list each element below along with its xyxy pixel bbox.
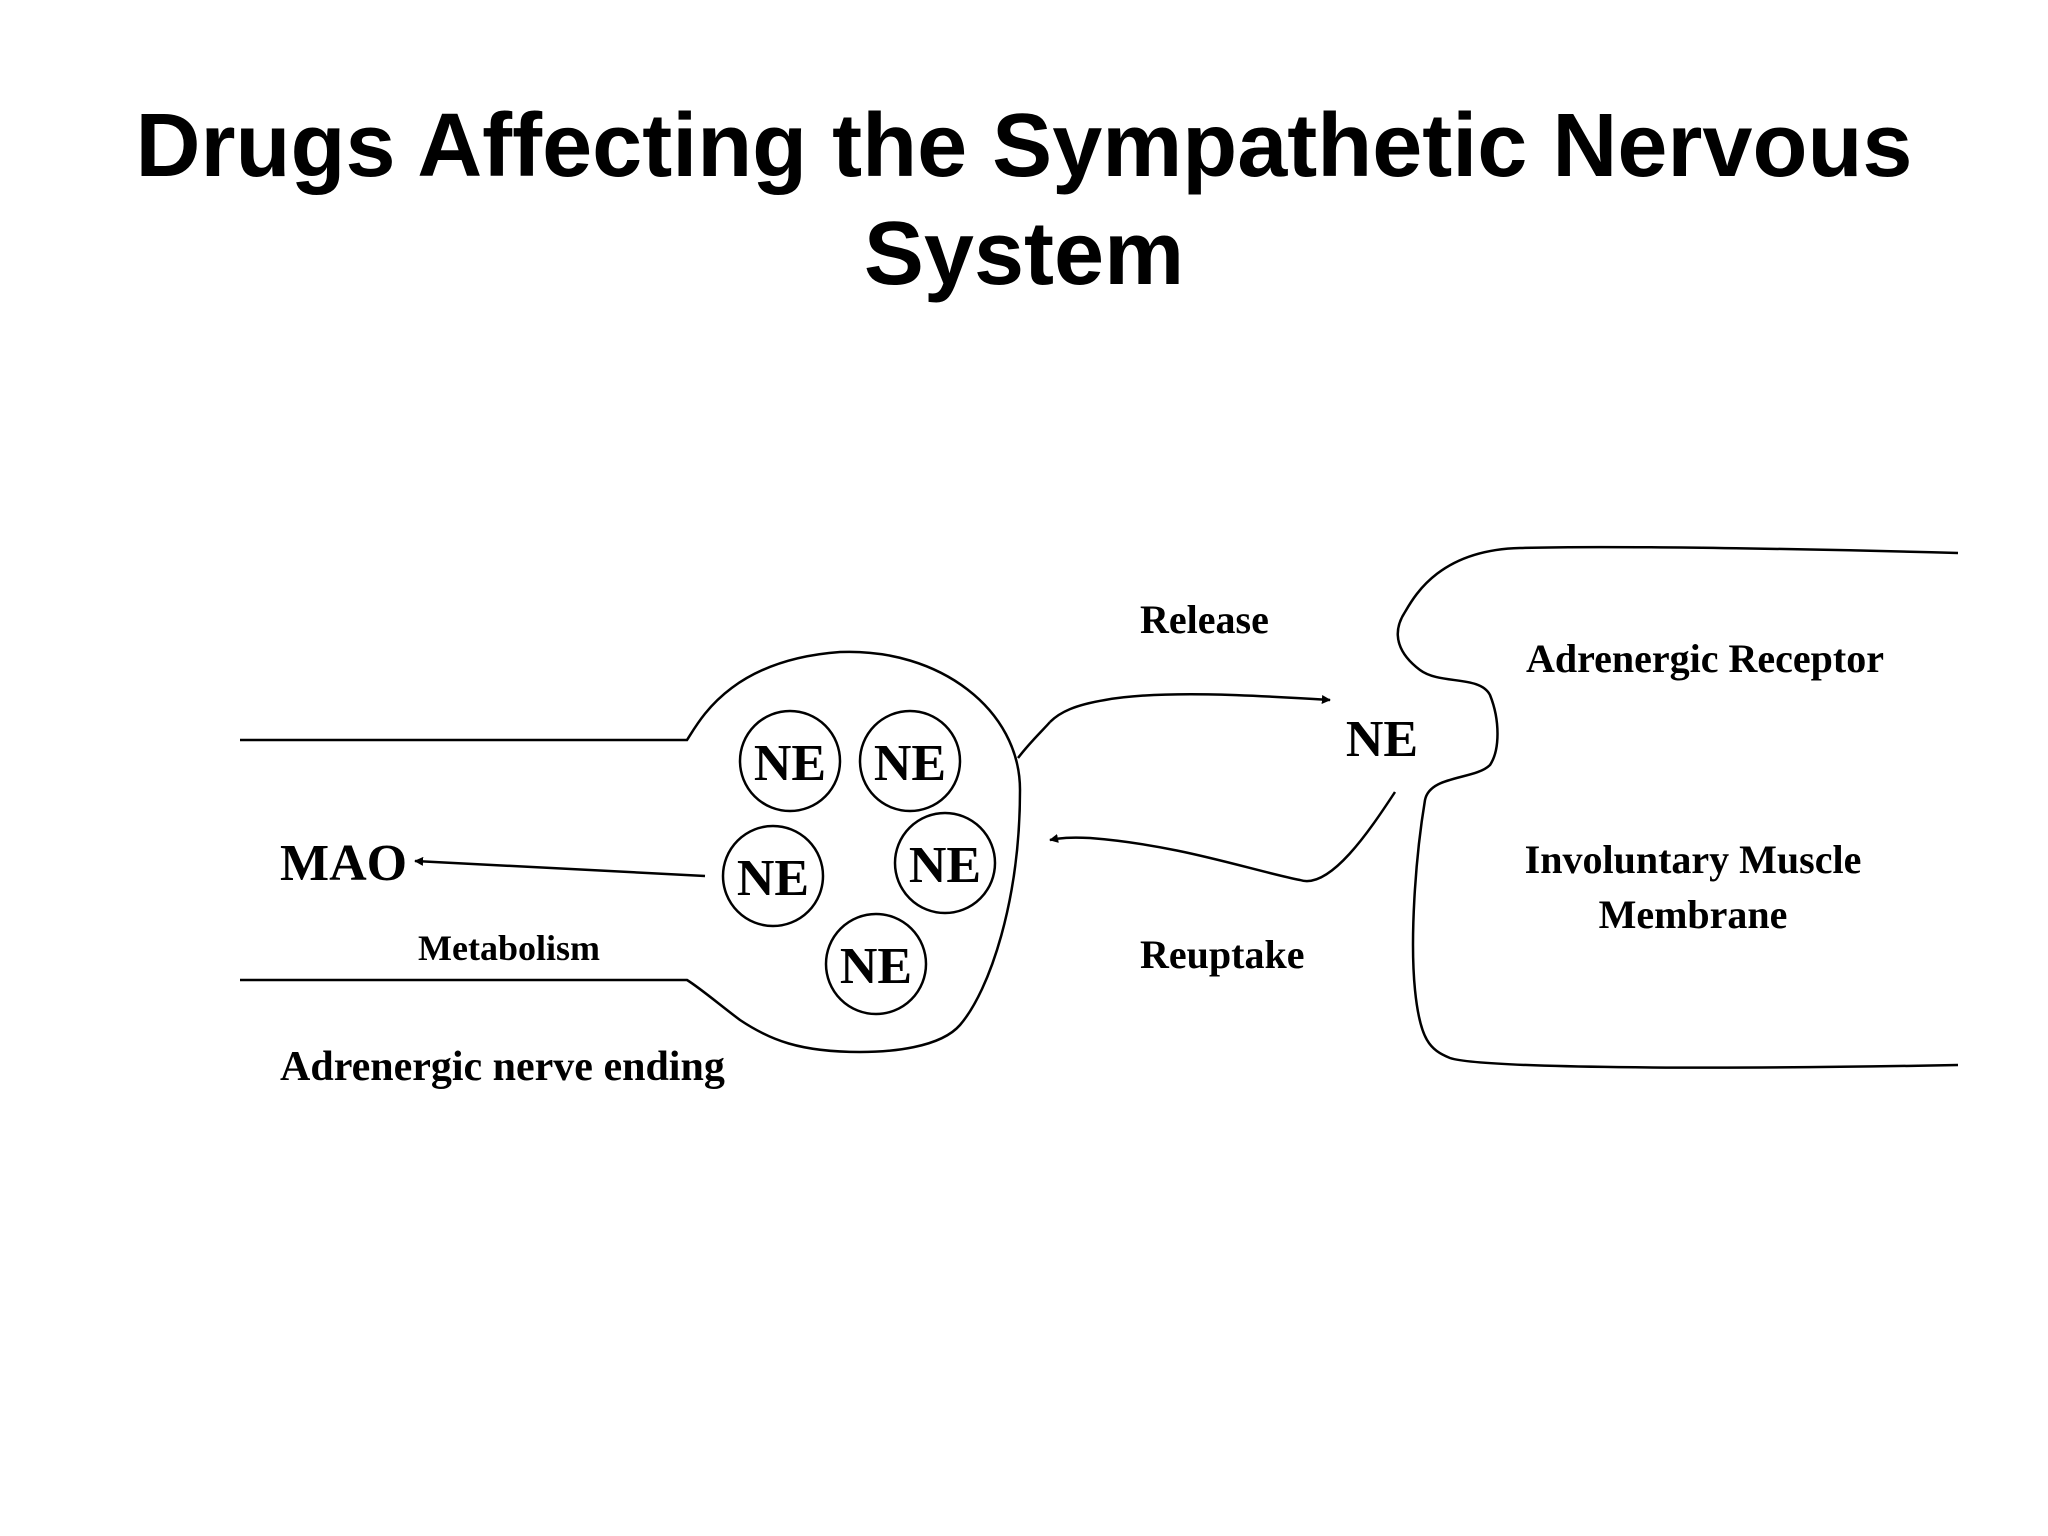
reuptake-arrow xyxy=(1049,791,1397,883)
muscle-label-line-2: Membrane xyxy=(1599,892,1788,937)
release-label: Release xyxy=(1140,597,1269,642)
muscle-membrane-outline xyxy=(1396,545,1959,1069)
vesicle-2: NE xyxy=(858,709,962,813)
vesicle-1-label: NE xyxy=(754,735,826,792)
reuptake-label: Reuptake xyxy=(1140,932,1304,977)
nerve-ending-outline xyxy=(240,650,1022,1054)
vesicle-3: NE xyxy=(721,824,825,928)
metabolism-arrow xyxy=(414,856,706,878)
mao-label: MAO xyxy=(280,835,407,892)
vesicle-3-label: NE xyxy=(737,850,809,907)
slide-title-line-1: Drugs Affecting the Sympathetic Nervous xyxy=(135,96,1913,196)
vesicle-2-label: NE xyxy=(874,735,946,792)
synaptic-ne-label: NE xyxy=(1346,711,1418,768)
slide-title: Drugs Affecting the Sympathetic Nervous … xyxy=(0,92,2048,308)
vesicle-4: NE xyxy=(893,811,997,915)
vesicle-1: NE xyxy=(738,709,842,813)
metabolism-label: Metabolism xyxy=(418,928,600,968)
vesicle-5-label: NE xyxy=(840,938,912,995)
muscle-label-line-1: Involuntary Muscle xyxy=(1525,837,1862,882)
nerve-ending-label: Adrenergic nerve ending xyxy=(280,1044,725,1090)
release-arrow xyxy=(1049,692,1331,723)
slide-title-line-2: System xyxy=(863,204,1185,304)
nerve-ending-terminal-edge xyxy=(1017,721,1051,759)
receptor-label: Adrenergic Receptor xyxy=(1526,636,1884,681)
vesicle-5: NE xyxy=(824,912,928,1016)
vesicle-4-label: NE xyxy=(909,837,981,894)
